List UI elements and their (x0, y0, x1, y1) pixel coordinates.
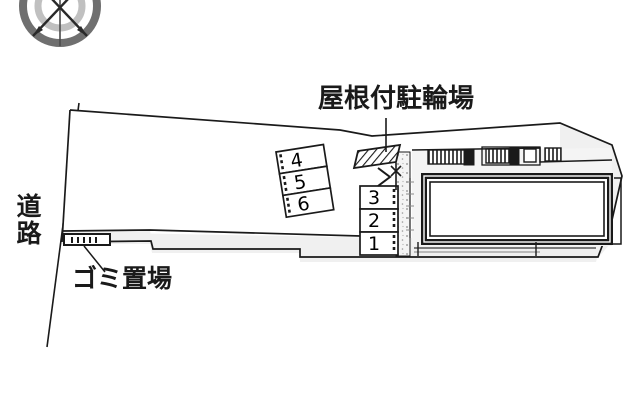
label-covered-bicycle-parking: 屋根付駐輪場 (318, 84, 475, 114)
label-road: 道 路 (16, 192, 42, 248)
entry-chevron-icon (377, 163, 402, 190)
vertical-parking-block: 3 2 1 (359, 185, 399, 256)
wheel-stop-4 (279, 154, 285, 171)
parking-stall-6[interactable] (281, 186, 335, 219)
building-inner-line (423, 175, 611, 243)
stall-label-3: 3 (368, 187, 380, 209)
compass-needle-icon (32, 0, 88, 37)
apartment-building (411, 147, 622, 256)
stair-run-3 (544, 147, 562, 162)
entry-stairs-group (427, 146, 562, 166)
balcony-outline (481, 146, 541, 166)
stall-label-1: 1 (368, 233, 380, 255)
wheel-stop-6 (286, 197, 292, 214)
stall-label-5: 5 (292, 171, 307, 195)
stall-label-4: 4 (289, 149, 304, 173)
compass-rose-icon (19, 0, 101, 47)
garbage-enclosure (63, 233, 111, 246)
wheel-stop-5 (282, 175, 288, 193)
building-offset-outline (576, 177, 622, 245)
stair-platform (523, 148, 537, 163)
stall-label-6: 6 (296, 193, 311, 217)
stair-landing-1 (463, 148, 475, 166)
stair-landing-2 (509, 147, 520, 165)
parking-stall-1[interactable] (359, 231, 399, 256)
label-garbage-area: ゴミ置場 (72, 264, 173, 293)
stair-run-2 (485, 148, 513, 164)
stall-label-2: 2 (368, 210, 380, 232)
site-pavement-fill (63, 232, 396, 260)
angled-parking-block: 4 5 6 (275, 143, 335, 219)
building-interior (429, 181, 605, 237)
garbage-label-leader-line (83, 245, 106, 273)
dimension-ticks (406, 178, 414, 238)
site-left-edge (61, 109, 71, 243)
site-inner-grade-line (62, 229, 397, 238)
stair-run-1 (427, 149, 467, 165)
